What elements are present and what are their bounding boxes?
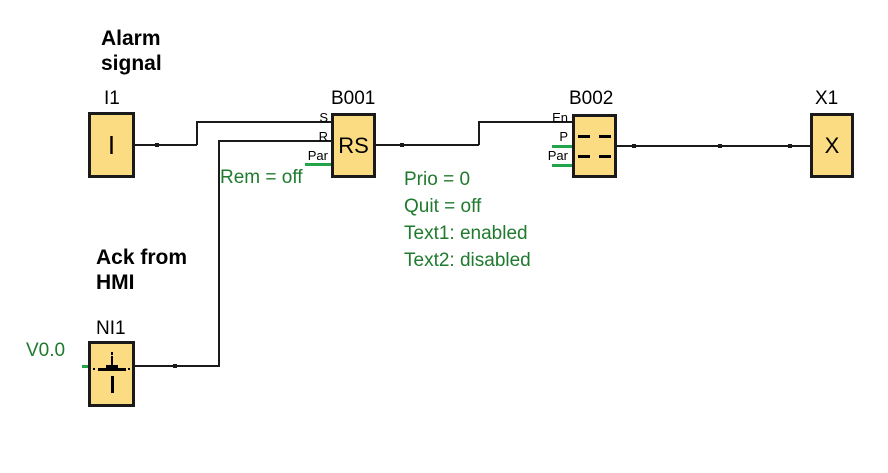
block-i1-glyph: I: [107, 130, 116, 160]
block-x1-glyph: X: [824, 132, 840, 158]
comment-alarm-signal: Alarm signal: [101, 27, 162, 75]
wire-b002-p-stub: [552, 145, 573, 148]
label-rem-parameter: Rem = off: [220, 167, 303, 188]
block-name-i1: I1: [104, 88, 120, 109]
wire-to-b002-en: [478, 121, 573, 123]
block-b002-message-placeholder: [575, 134, 614, 158]
wire-b001-riser: [478, 122, 480, 145]
wire-i1-out: [135, 144, 197, 146]
pin-label-b001-r: R: [318, 129, 328, 144]
wire-b002-out-to-x1: [617, 145, 811, 147]
wire-to-b001-s: [196, 121, 332, 123]
wire-to-b001-r: [218, 140, 332, 142]
block-name-b002: B002: [569, 88, 614, 109]
wire-junction: [173, 364, 177, 368]
pin-label-b001-s: S: [319, 110, 328, 125]
pin-label-b002-par: Par: [547, 148, 568, 163]
block-b001-glyph: RS: [338, 132, 369, 158]
wire-b001-par-stub: [305, 163, 331, 166]
wire-ack-riser: [218, 141, 220, 366]
pin-label-b002-en: En: [552, 110, 568, 125]
block-i1[interactable]: I: [88, 112, 135, 178]
pin-label-b001-par: Par: [307, 148, 328, 163]
block-b002[interactable]: [572, 114, 617, 178]
block-name-ni1: NI1: [96, 318, 126, 339]
wire-junction: [632, 144, 636, 148]
wire-junction: [400, 143, 404, 147]
block-name-x1: X1: [815, 88, 839, 109]
block-name-b001: B001: [331, 88, 376, 109]
wire-ni1-out: [135, 365, 220, 367]
wire-junction: [155, 143, 159, 147]
comment-ack-from-hmi: Ack from HMI: [96, 246, 188, 294]
wire-b001-out: [376, 144, 479, 146]
network-antenna-icon: [92, 352, 130, 394]
wire-b002-par-stub: [552, 164, 573, 167]
label-b002-parameters: Prio = 0 Quit = off Text1: enabled Text2…: [404, 169, 531, 271]
block-b001[interactable]: RS: [331, 113, 376, 178]
block-ni1[interactable]: [88, 341, 135, 407]
block-x1[interactable]: X: [810, 113, 854, 178]
wire-junction: [788, 144, 792, 148]
pin-label-b002-p: P: [559, 129, 568, 144]
wire-i1-riser: [196, 122, 198, 145]
label-v-address: V0.0: [26, 340, 66, 361]
wire-junction: [718, 144, 722, 148]
